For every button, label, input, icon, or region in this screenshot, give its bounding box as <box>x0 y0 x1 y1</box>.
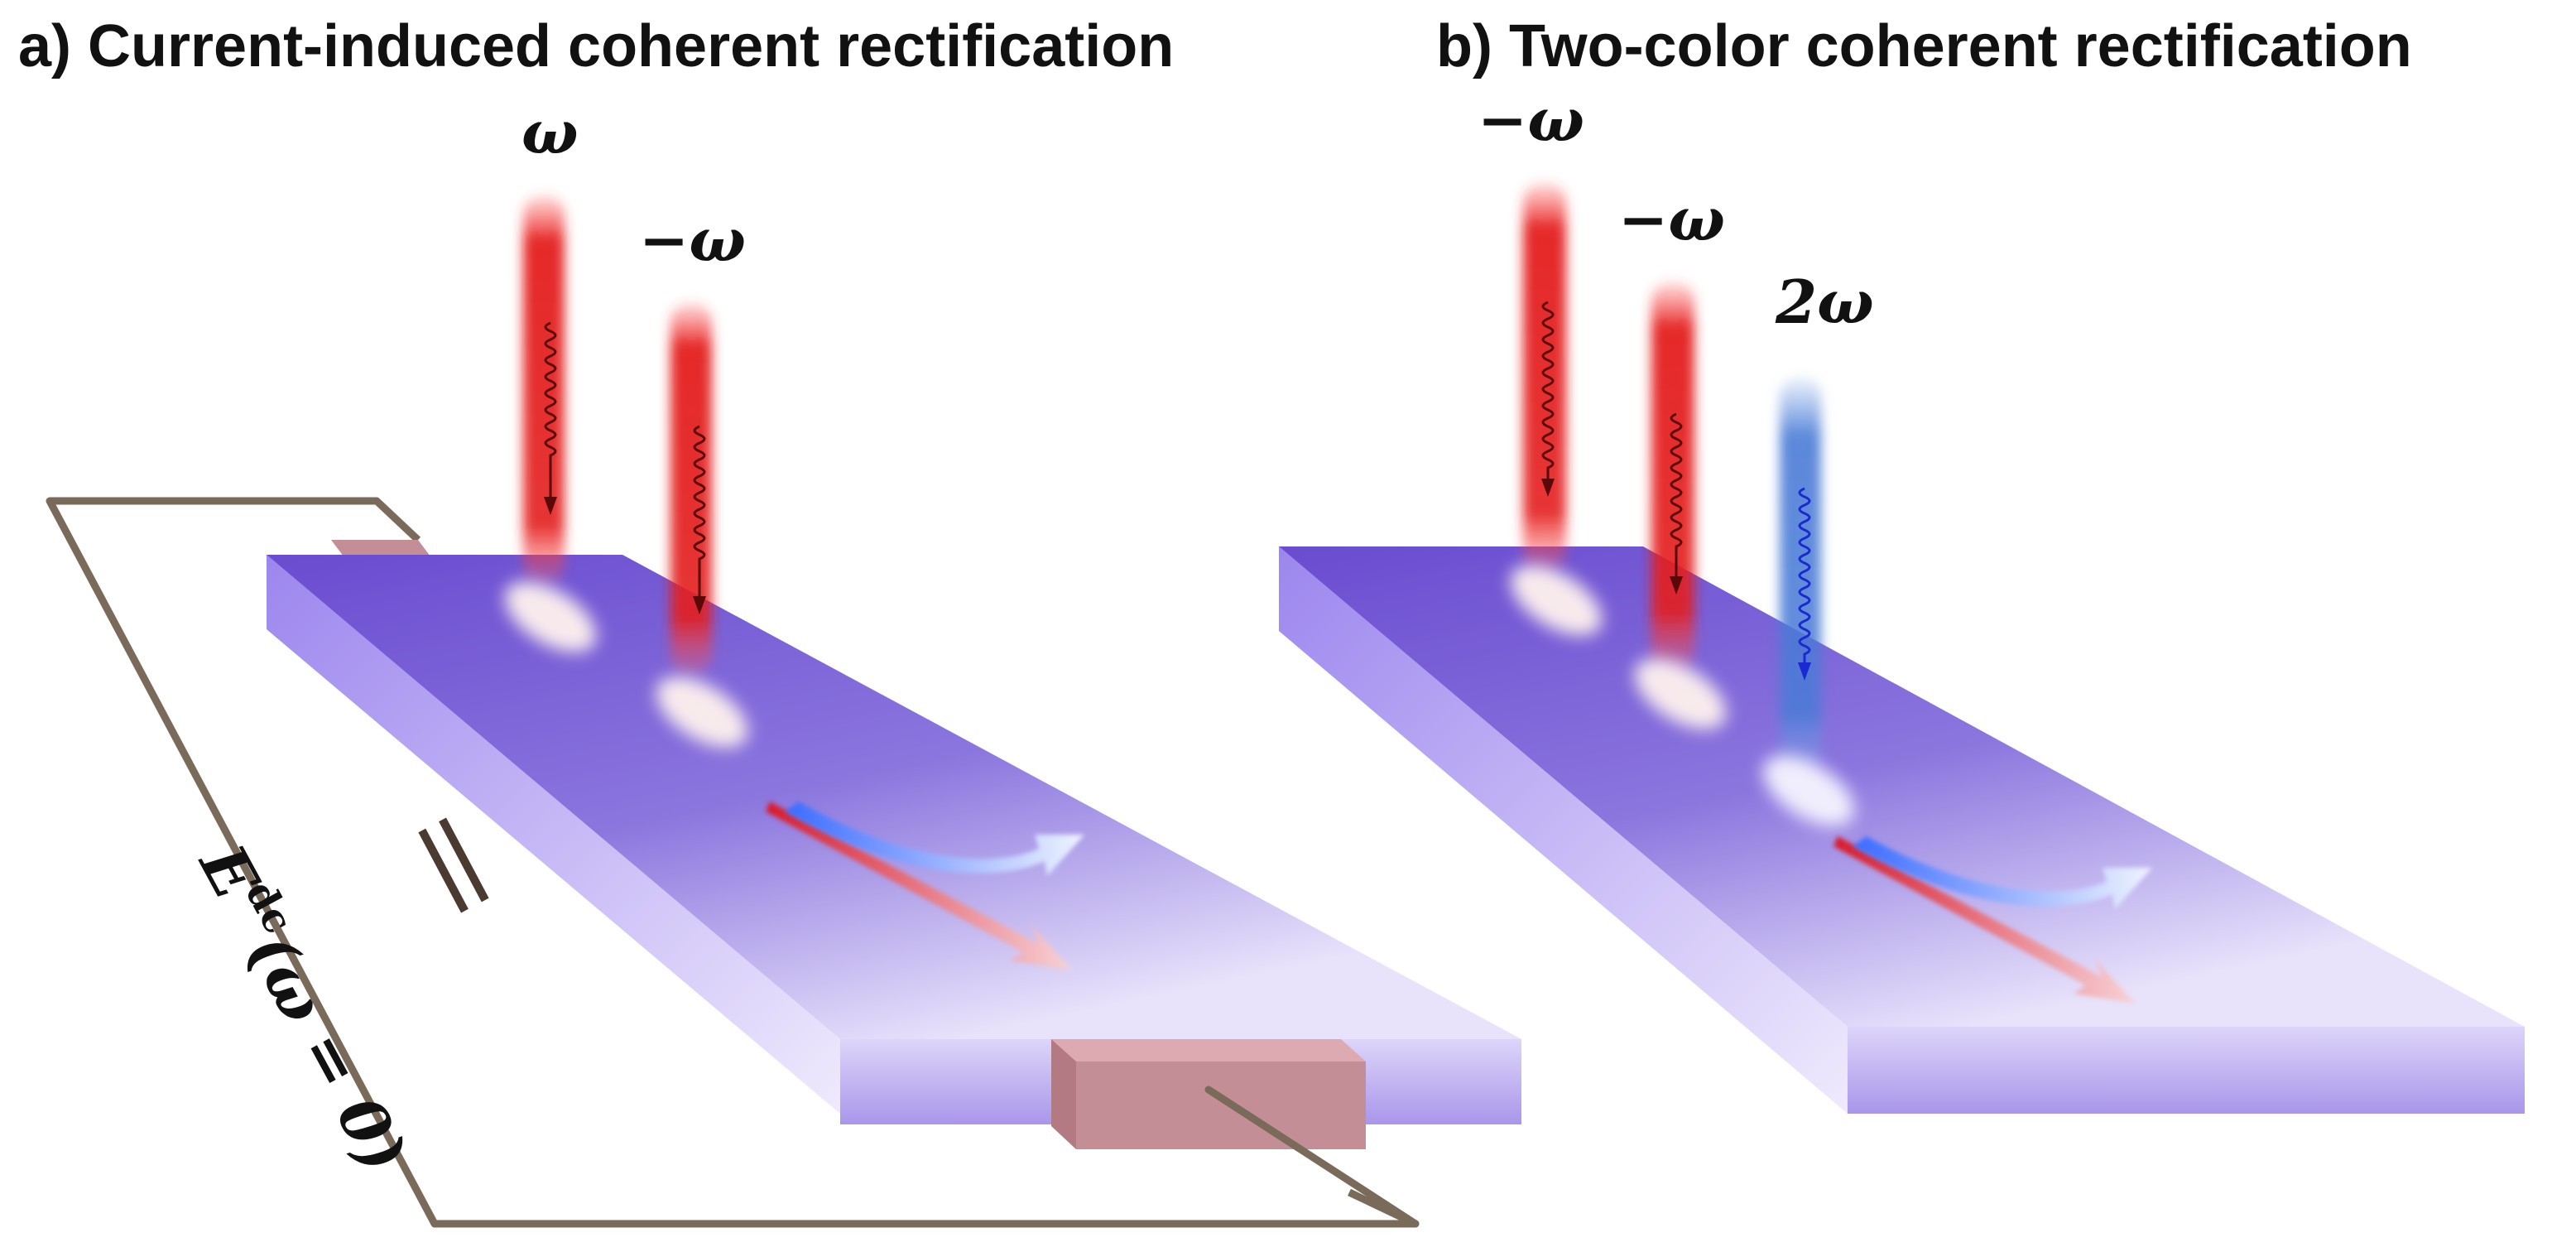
current-arrows-b <box>1833 836 2152 1004</box>
beam-omega <box>504 195 597 652</box>
panel-b: b) Two-color coherent rectification −ω −… <box>1279 13 2525 1114</box>
field-label: Edc(ω = 0) <box>185 830 425 1184</box>
front-contact <box>1051 1039 1420 1228</box>
beam-b-two-omega-label: 2ω <box>1775 267 1874 337</box>
current-arrows-a <box>766 802 1084 970</box>
panel-a-title: a) Current-induced coherent rectificatio… <box>18 13 1174 79</box>
back-contact <box>331 540 430 556</box>
panel-a: a) Current-induced coherent rectificatio… <box>18 13 1521 1228</box>
semiconductor-slab-b <box>1279 546 2525 1114</box>
beam-b-minus-omega-1 <box>1510 182 1603 636</box>
beam-b-minus-omega-1-label: −ω <box>1478 84 1584 155</box>
beam-b-minus-omega-2 <box>1634 282 1727 729</box>
beam-omega-label: ω <box>521 97 579 167</box>
beam-b-two-omega <box>1762 377 1855 826</box>
beam-minus-omega <box>656 302 748 748</box>
field-label-rest: (ω = 0) <box>233 921 422 1184</box>
beam-b-minus-omega-2-label: −ω <box>1618 184 1725 254</box>
panel-b-title: b) Two-color coherent rectification <box>1436 13 2412 79</box>
beam-minus-omega-label: −ω <box>639 205 746 275</box>
capacitor-symbol <box>414 812 493 918</box>
